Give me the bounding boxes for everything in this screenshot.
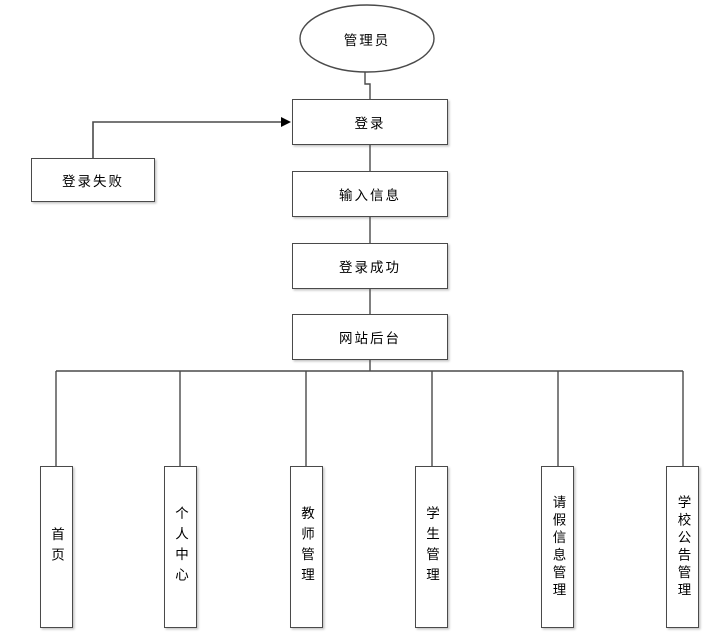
- module-label: 个人中心: [173, 506, 188, 588]
- module-label: 学生管理: [424, 506, 439, 588]
- connector-actor-login: [364, 71, 371, 99]
- module-node-teacher-mgmt: 教师管理: [290, 466, 323, 628]
- login-fail-node: 登录失败: [31, 158, 155, 202]
- login-success-node: 登录成功: [292, 243, 448, 289]
- module-node-personal-center: 个人中心: [164, 466, 197, 628]
- module-label: 请假信息管理: [550, 494, 566, 600]
- backend-node: 网站后台: [292, 314, 448, 360]
- module-label: 首页: [49, 526, 64, 568]
- module-node-leave-info-mgmt: 请假信息管理: [541, 466, 574, 628]
- module-node-home: 首页: [40, 466, 73, 628]
- connector-fail-login: [92, 121, 283, 158]
- module-label: 教师管理: [299, 506, 314, 588]
- module-node-student-mgmt: 学生管理: [415, 466, 448, 628]
- input-info-node: 输入信息: [292, 171, 448, 217]
- module-node-school-notice-mgmt: 学校公告管理: [666, 466, 699, 628]
- arrowhead-icon: [281, 117, 291, 127]
- login-node: 登录: [292, 99, 448, 145]
- actor-node: 管理员: [343, 32, 391, 48]
- module-label: 学校公告管理: [675, 494, 691, 600]
- actor-ellipse-shape: [299, 4, 435, 73]
